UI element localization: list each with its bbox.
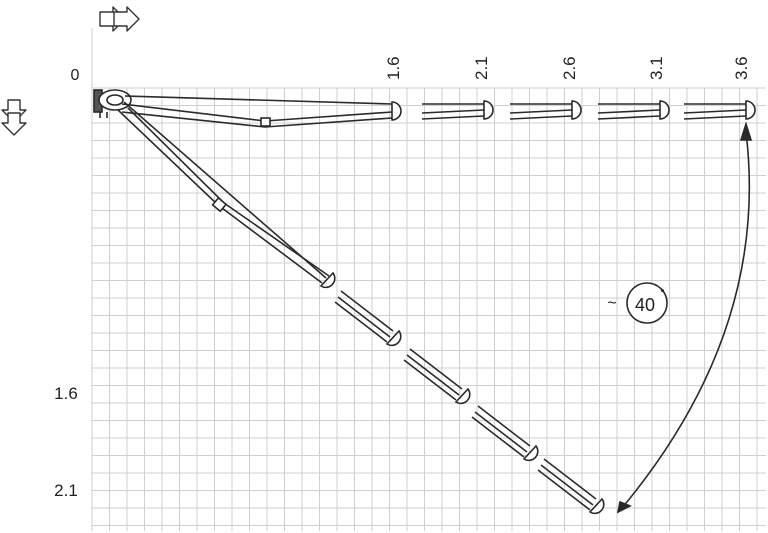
double-arrow-down-icon (1, 99, 27, 136)
grid (91, 28, 766, 531)
left-axis-tick-label: 1.6 (54, 384, 78, 403)
left-axis-ticks: 1.6 2.1 (54, 384, 78, 500)
top-axis-tick-label: 3.1 (647, 56, 666, 80)
top-axis-ticks: 1.6 2.1 2.6 3.1 3.6 (384, 56, 751, 80)
top-axis-tick-label: 2.6 (560, 56, 579, 80)
degree-symbol: ° (660, 286, 665, 300)
ghost-arm-end (334, 290, 402, 347)
wall-bracket (93, 89, 132, 118)
inclined-arm (117, 101, 336, 289)
ghost-arm-end (683, 100, 756, 120)
angle-value: 40 (635, 295, 655, 315)
ghost-arm-end (509, 100, 582, 120)
ghost-arm-end (421, 100, 494, 120)
double-arrow-right-icon (99, 6, 140, 32)
ghost-arm-end (597, 100, 670, 120)
ghost-arm-end (471, 405, 539, 462)
approx-symbol: ~ (607, 295, 616, 312)
inclined-extension-positions (334, 290, 605, 515)
inclination-arc (616, 121, 753, 514)
top-axis-tick-label: 3.6 (732, 56, 751, 80)
ghost-arm-end (537, 458, 605, 515)
ghost-arm-end (403, 348, 471, 405)
angle-badge: ~ 40 ° (607, 282, 668, 324)
horizontal-arm (121, 95, 402, 128)
top-axis-tick-label: 1.6 (384, 56, 403, 80)
horizontal-extension-positions (421, 100, 756, 120)
left-axis-tick-label: 2.1 (54, 481, 78, 500)
top-axis-tick-label: 2.1 (472, 56, 491, 80)
origin-label: 0 (71, 67, 80, 84)
